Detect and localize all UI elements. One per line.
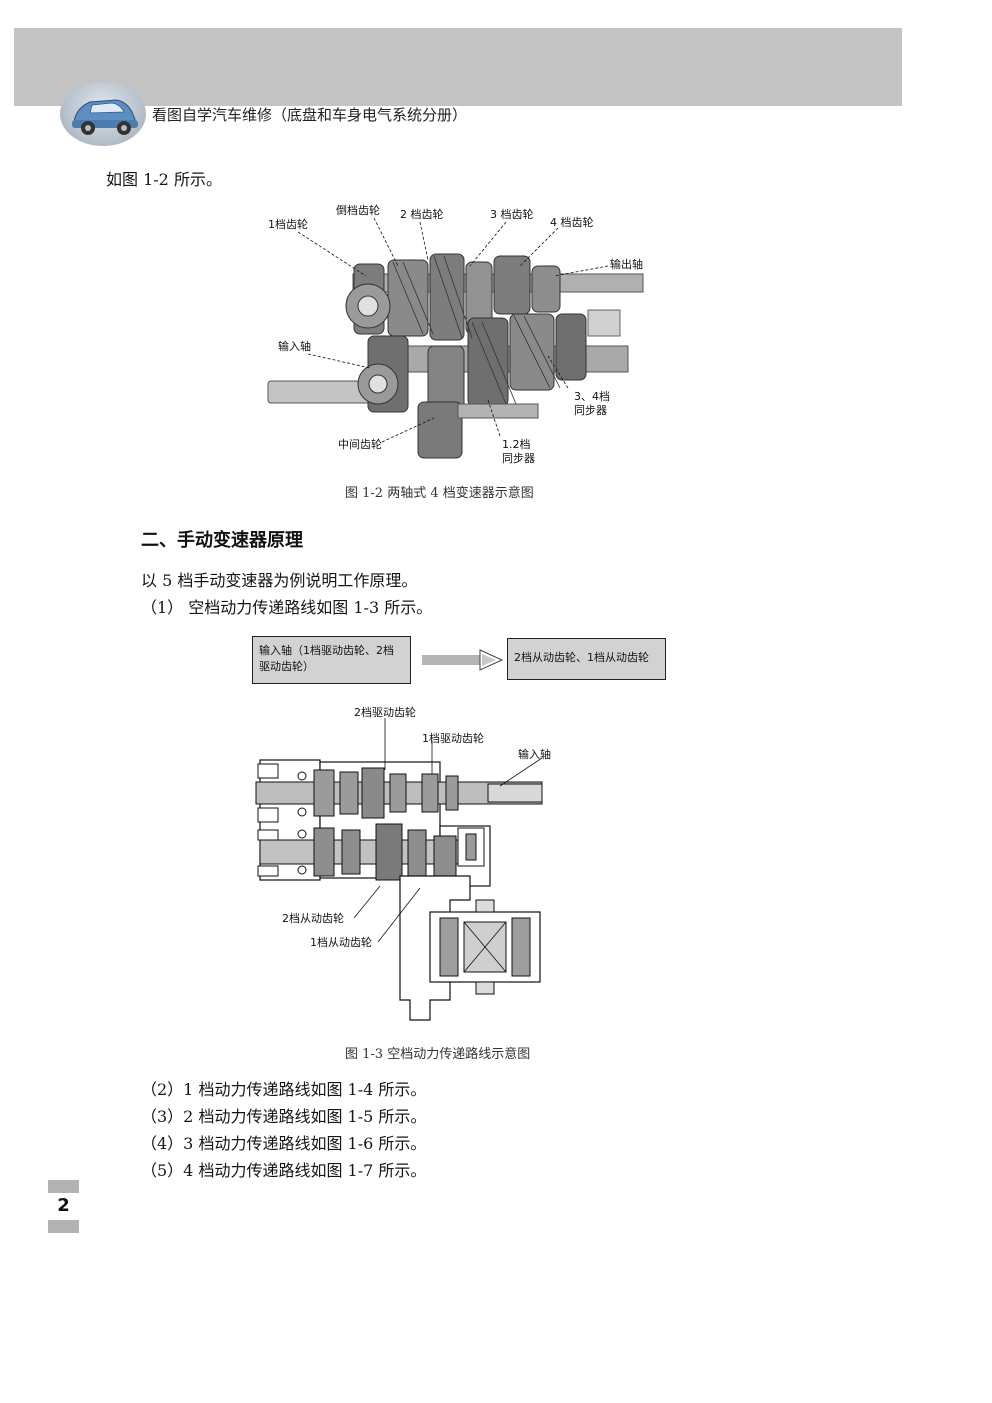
paragraph-gear3: （4）3 档动力传递路线如图 1-6 所示。 — [141, 1134, 427, 1153]
label-gear2-driven: 2档从动齿轮 — [282, 911, 344, 925]
flow-arrow-icon — [422, 649, 504, 671]
paragraph-gear2: （3）2 档动力传递路线如图 1-5 所示。 — [141, 1107, 427, 1126]
label-sync12-line1: 1.2档 — [502, 437, 531, 451]
label-sync12-line2: 同步器 — [502, 452, 535, 465]
flow-box-input: 输入轴（1档驱动齿轮、2档驱动齿轮） — [252, 636, 411, 684]
label-output-shaft: 输出轴 — [610, 257, 643, 271]
intro-text: 如图 1-2 所示。 — [106, 170, 222, 189]
paragraph-gear1: （2）1 档动力传递路线如图 1-4 所示。 — [141, 1080, 427, 1099]
page-number-bar-bottom — [48, 1220, 79, 1233]
label-reverse-gear: 倒档齿轮 — [336, 203, 380, 217]
flow-box-output: 2档从动齿轮、1档从动齿轮 — [507, 638, 666, 680]
label-input-shaft: 输入轴 — [278, 339, 311, 353]
page-number-bar-top — [48, 1180, 79, 1193]
section-title: 二、手动变速器原理 — [141, 530, 303, 551]
label-gear1-driven: 1档从动齿轮 — [310, 935, 372, 949]
book-title: 看图自学汽车维修（底盘和车身电气系统分册） — [152, 106, 468, 124]
label-gear2-drive: 2档驱动齿轮 — [354, 705, 416, 719]
label-gear1-drive: 1档驱动齿轮 — [422, 731, 484, 745]
figure-1-2-caption: 图 1-2 两轴式 4 档变速器示意图 — [345, 486, 534, 501]
label-gear2: 2 档齿轮 — [400, 207, 444, 221]
header-band — [14, 28, 902, 106]
figure-1-3-transmission-diagram: 2档驱动齿轮 1档驱动齿轮 输入轴 2档从动齿轮 1档从动齿轮 — [255, 705, 551, 1021]
label-gear4: 4 档齿轮 — [550, 215, 594, 229]
page-number: 2 — [57, 1195, 70, 1216]
paragraph-gear4: （5）4 档动力传递路线如图 1-7 所示。 — [141, 1161, 427, 1180]
figure-1-3-caption: 图 1-3 空档动力传递路线示意图 — [345, 1047, 531, 1062]
label-sync34-line1: 3、4档 — [574, 389, 610, 403]
paragraph-5speed: 以 5 档手动变速器为例说明工作原理。 — [141, 571, 418, 590]
label-gear1: 1档齿轮 — [268, 217, 308, 231]
label-sync34-line2: 同步器 — [574, 404, 607, 417]
label-idler-gear: 中间齿轮 — [338, 437, 382, 451]
paragraph-neutral: （1） 空档动力传递路线如图 1-3 所示。 — [141, 598, 433, 617]
label-gear3: 3 档齿轮 — [490, 207, 534, 221]
car-logo-icon — [60, 82, 146, 146]
figure-1-2-gearbox-photo: 1档齿轮 倒档齿轮 2 档齿轮 3 档齿轮 4 档齿轮 输出轴 输入轴 3、4档… — [267, 203, 644, 465]
label-input-shaft-2: 输入轴 — [518, 747, 551, 761]
